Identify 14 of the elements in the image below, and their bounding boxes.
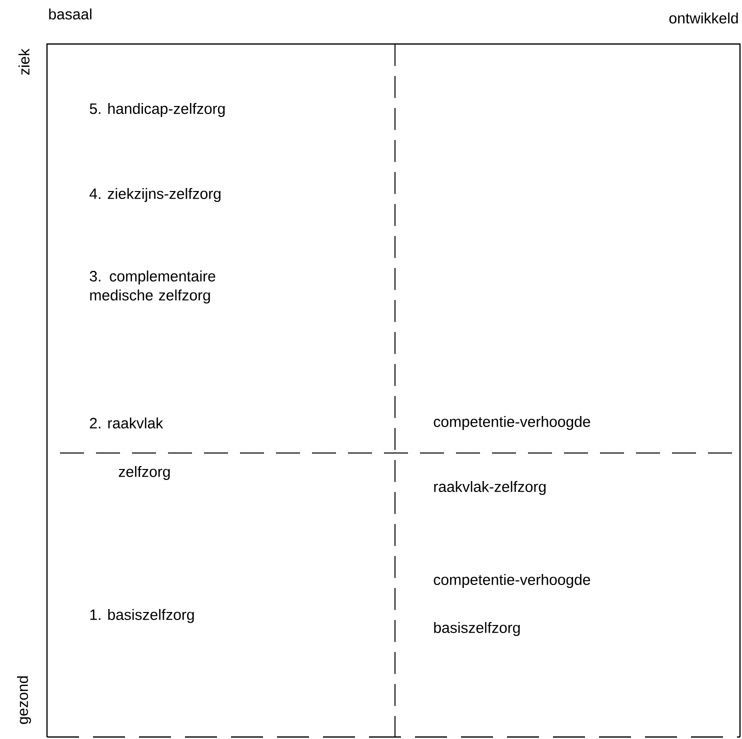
quadrant-label: competentie-verhoogde <box>434 574 590 588</box>
quadrant-label: raakvlak-zelfzorg <box>434 481 546 495</box>
axis-label: ontwikkeld <box>669 12 738 24</box>
quadrant-label: 4. ziekzijns-zelfzorg <box>90 188 220 202</box>
quadrant-label: 2. raakvlak <box>90 417 164 428</box>
quadrant-label: competentie-verhoogde <box>434 416 590 430</box>
quadrant-label: zelfzorg <box>118 466 170 480</box>
quadrant-label: basiszelfzorg <box>434 622 520 636</box>
quadrant-label: 5. handicap-zelfzorg <box>90 103 225 117</box>
axis-label: gezond <box>17 676 31 724</box>
quadrant-label: 3. complementaire medische zelfzorg <box>90 270 216 304</box>
axis-label: ziek <box>18 48 30 75</box>
axis-label: basaal <box>49 8 92 20</box>
quadrant-label: 1. basiszelfzorg <box>90 609 194 623</box>
